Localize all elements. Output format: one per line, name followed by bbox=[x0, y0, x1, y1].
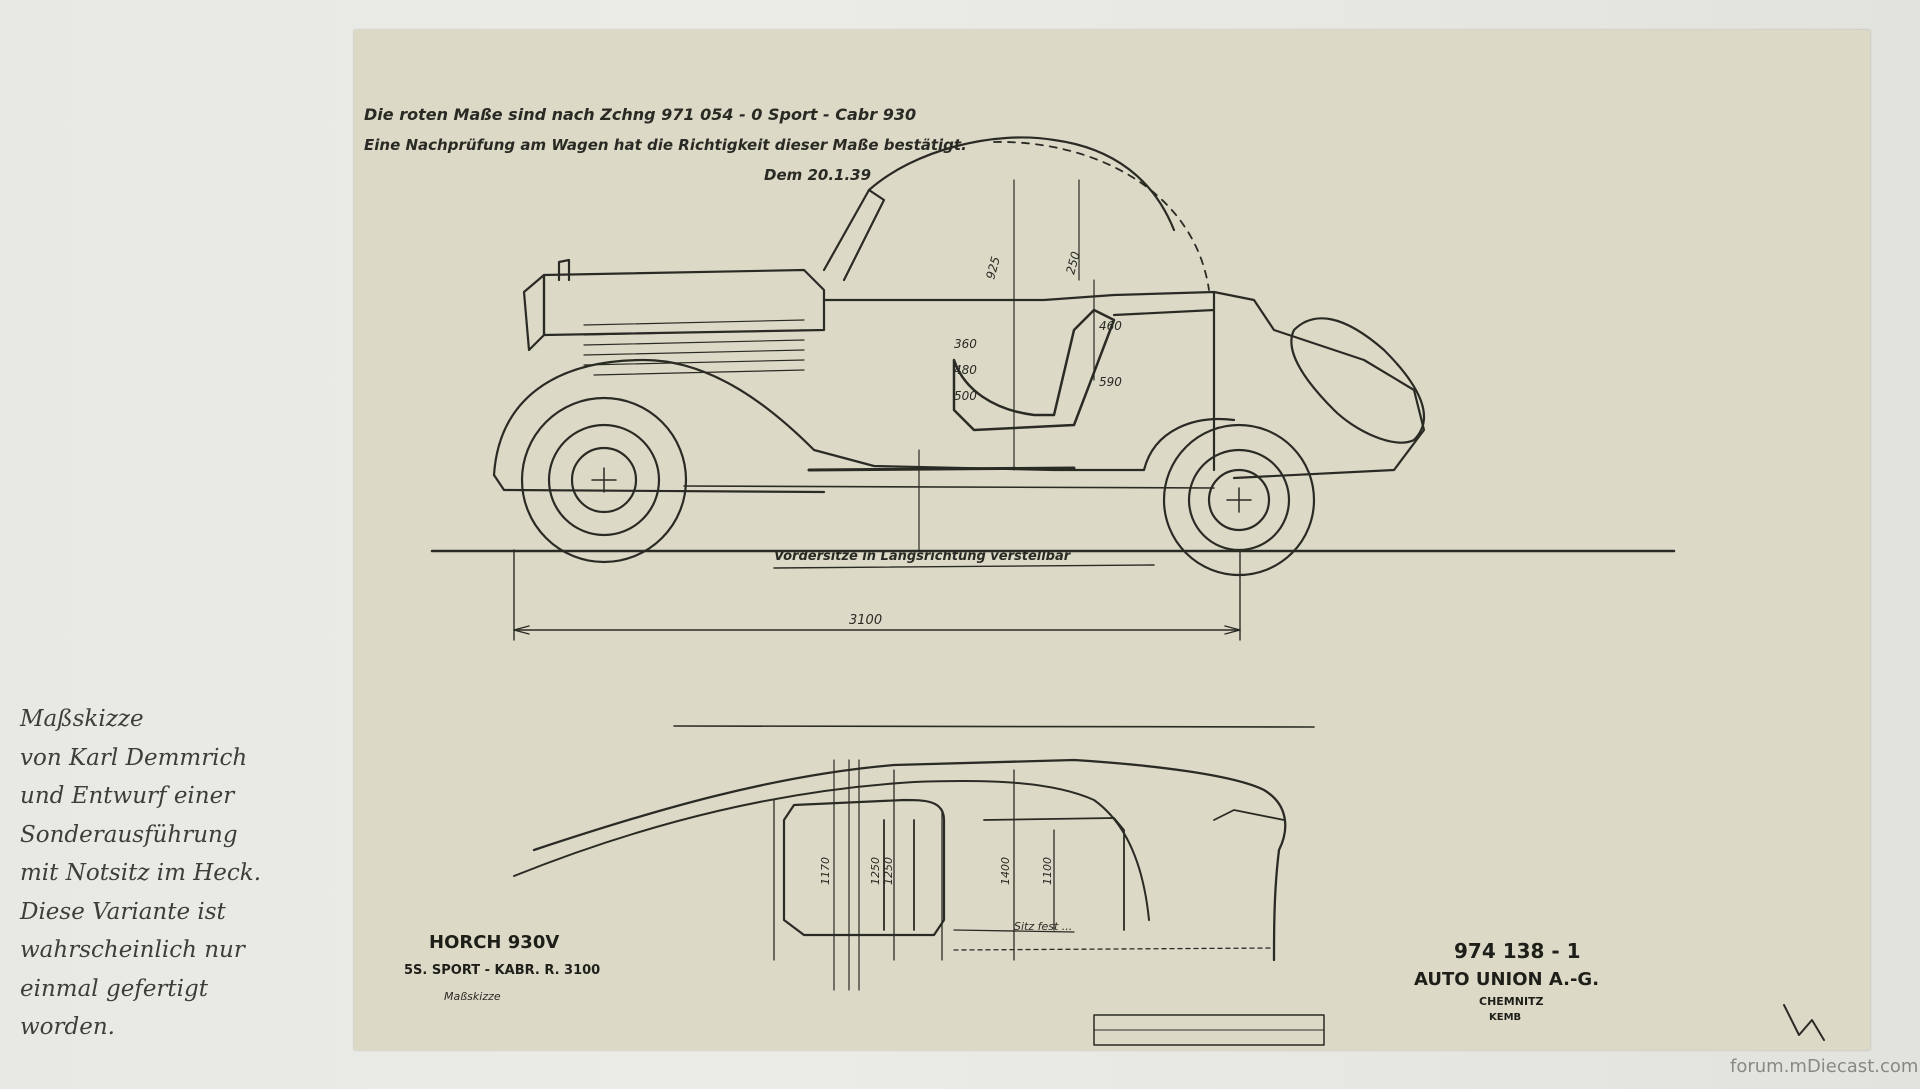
title-subtitle: 5S. SPORT - KABR. R. 3100 bbox=[404, 963, 600, 978]
plan-dimension: 1170 bbox=[819, 857, 832, 885]
plan-dimension: 1250 bbox=[882, 857, 895, 885]
seat-dimension: 500 bbox=[954, 389, 977, 403]
caption-line: mit Notsitz im Heck. bbox=[20, 860, 262, 886]
note-line-2: Eine Nachprüfung am Wagen hat die Richti… bbox=[364, 136, 967, 154]
seat-dimension: 460 bbox=[1099, 319, 1122, 333]
caption-line: einmal gefertigt bbox=[20, 975, 208, 1002]
plan-dimension: 1100 bbox=[1041, 857, 1054, 885]
side-view-note: Vordersitze in Längsrichtung verstellbar bbox=[774, 549, 1072, 564]
drawing-number: 974 138 - 1 bbox=[1454, 939, 1581, 963]
caption-line: und Entwurf einer bbox=[20, 783, 235, 809]
plan-note: Sitz fest ... bbox=[1014, 920, 1072, 933]
watermark: forum.mDiecast.com bbox=[1730, 1056, 1919, 1077]
note-line-1: Die roten Maße sind nach Zchng 971 054 -… bbox=[364, 105, 916, 124]
plan-dimension: 1400 bbox=[999, 857, 1012, 885]
city-name: CHEMNITZ bbox=[1479, 995, 1544, 1008]
seat-dimension: 360 bbox=[954, 337, 977, 351]
height-dimension: 250 bbox=[1063, 250, 1083, 276]
city-subline: KEMB bbox=[1489, 1012, 1521, 1023]
caption-line: wahrscheinlich nur bbox=[20, 937, 245, 963]
company-name: AUTO UNION A.-G. bbox=[1414, 969, 1599, 990]
caption-line: Maßskizze bbox=[20, 706, 144, 732]
caption-line: worden. bbox=[20, 1014, 115, 1040]
caption-line: Sonderausführung bbox=[20, 821, 238, 848]
wheelbase-dimension: 3100 bbox=[849, 613, 882, 628]
figure-caption: Maßskizze von Karl Demmrich und Entwurf … bbox=[20, 700, 340, 1047]
plan-dimension: 1250 bbox=[869, 857, 882, 885]
caption-line: Diese Variante ist bbox=[20, 898, 226, 925]
seat-dimension: 480 bbox=[954, 363, 977, 377]
technical-drawing-plate: Die roten Maße sind nach Zchng 971 054 -… bbox=[354, 30, 1870, 1050]
caption-line: von Karl Demmrich bbox=[20, 744, 248, 771]
note-signature: Dem 20.1.39 bbox=[764, 166, 871, 184]
seat-dimension: 590 bbox=[1099, 375, 1122, 389]
title-model: HORCH 930V bbox=[429, 932, 559, 953]
height-dimension: 925 bbox=[983, 255, 1002, 281]
car-blueprint: Die roten Maße sind nach Zchng 971 054 -… bbox=[364, 105, 1825, 1046]
title-kind: Maßskizze bbox=[444, 990, 501, 1003]
